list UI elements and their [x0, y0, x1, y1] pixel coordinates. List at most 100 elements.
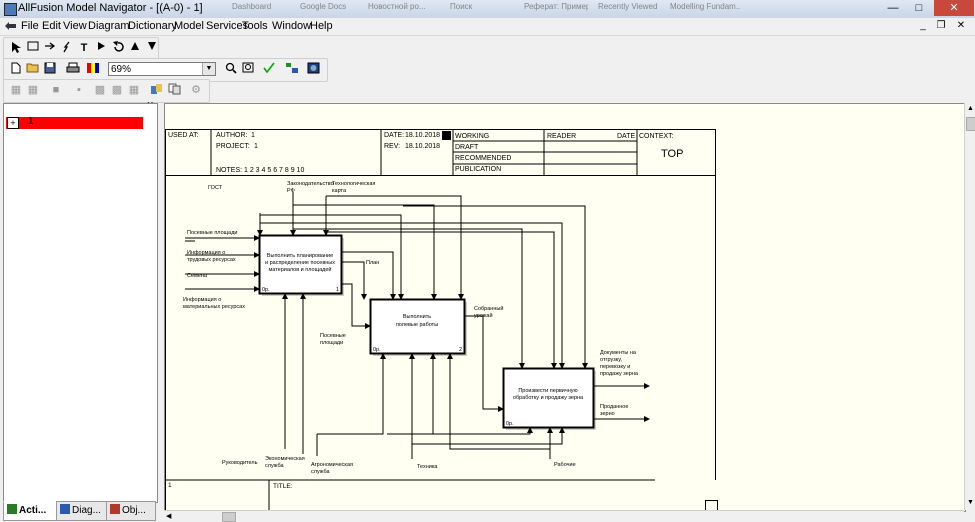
text-tool-icon[interactable]: T: [80, 42, 88, 54]
menu-model[interactable]: Model: [174, 20, 204, 32]
menu-view[interactable]: View: [63, 20, 87, 32]
menu-bar: File Edit View Diagram Dictionary Model …: [0, 18, 975, 36]
mdi-restore-button[interactable]: ❐: [936, 20, 946, 31]
status-recommended: RECOMMENDED: [455, 155, 511, 162]
close-button[interactable]: ✕: [934, 0, 974, 16]
pointer-tool-icon[interactable]: [8, 40, 24, 56]
report-template-icon[interactable]: ▩: [111, 84, 123, 96]
tab-objects[interactable]: Obj...: [106, 501, 156, 521]
box-1-text: материалов и площадей: [268, 266, 331, 273]
box-1-number: 1: [336, 287, 339, 293]
menu-window[interactable]: Window: [272, 20, 312, 32]
arrow-plan-2: [341, 251, 396, 300]
lock-icon[interactable]: ■: [52, 84, 60, 96]
menu-edit[interactable]: Edit: [42, 20, 61, 32]
zoom-in-icon[interactable]: [223, 61, 239, 77]
maximize-button[interactable]: □: [915, 2, 923, 14]
arrow-machinery-2: [412, 427, 565, 445]
system-menu-icon[interactable]: [4, 21, 17, 31]
used-at-label: USED AT:: [168, 132, 199, 139]
spell-check-icon[interactable]: [261, 61, 277, 77]
save-icon[interactable]: [42, 61, 58, 77]
background-tab: Dashboard: [232, 2, 272, 11]
label-tech-map: Технологическая: [332, 181, 375, 187]
model-mart-icon[interactable]: ▦: [10, 84, 22, 96]
tab-activities[interactable]: Acti...: [3, 501, 57, 521]
activity-box-1[interactable]: [258, 234, 343, 295]
scroll-down-icon[interactable]: ▼: [967, 499, 974, 506]
label-labor-info: трудовых ресурсах: [187, 257, 236, 263]
report-icon[interactable]: ▩: [94, 84, 106, 96]
arrow-tool-icon[interactable]: [42, 40, 58, 56]
mdi-close-button[interactable]: ✕: [956, 20, 966, 31]
box-1-text: Выполнить планирование: [267, 253, 333, 259]
open-folder-icon[interactable]: [25, 61, 41, 77]
bookmark-icon[interactable]: [149, 82, 165, 98]
objects-icon: [110, 504, 120, 514]
label-material-info: материальных ресурсах: [183, 304, 245, 310]
minimize-button[interactable]: —: [887, 2, 899, 14]
new-file-icon[interactable]: [8, 61, 24, 77]
vertical-scroll-thumb[interactable]: [966, 117, 975, 131]
model-explorer-icon[interactable]: [284, 61, 300, 77]
diagrams-icon: [60, 504, 70, 514]
horizontal-scrollbar[interactable]: ◀: [164, 510, 964, 522]
go-to-child-icon[interactable]: [144, 40, 160, 56]
model-mart-save-icon[interactable]: ▦: [27, 84, 39, 96]
label-harvest: урожай: [474, 312, 493, 319]
menu-diagram[interactable]: Diagram: [88, 20, 130, 32]
color-palette-icon[interactable]: [85, 61, 101, 77]
box-3-text: Произвести первичную: [518, 388, 577, 394]
activity-box-2[interactable]: [369, 298, 466, 355]
model-cube-icon[interactable]: ▪: [77, 84, 81, 96]
box-2-number: 2: [459, 347, 462, 353]
date-value: 18.10.2018: [405, 132, 440, 139]
navigator-icon[interactable]: [305, 61, 321, 77]
background-tab: Новостной ро...: [368, 2, 426, 11]
label-seeds: Семена: [187, 273, 208, 279]
scroll-up-icon[interactable]: ▲: [967, 105, 974, 112]
scroll-left-icon[interactable]: ◀: [166, 513, 172, 520]
chevron-down-icon[interactable]: ▼: [202, 63, 215, 75]
settings-gear-icon[interactable]: ⚙: [191, 84, 201, 96]
grid-icon[interactable]: ▦: [128, 84, 140, 96]
tree-item-label: 1: [28, 116, 34, 127]
tree-expand-icon[interactable]: +: [7, 117, 19, 129]
rev-value: 18.10.2018: [405, 143, 440, 150]
tab-diagrams[interactable]: Diag...: [56, 501, 107, 521]
background-tab: Поиск: [450, 2, 473, 11]
label-machinery: Техника: [417, 464, 438, 470]
menu-help[interactable]: Help: [310, 20, 333, 32]
label-agro: служба: [311, 469, 331, 475]
undo-icon[interactable]: [110, 40, 126, 56]
idef0-diagram: USED AT: AUTHOR: 1 PROJECT: 1 DATE: 18.1…: [165, 129, 718, 511]
explorer-tabs: Acti... Diag... Obj...: [3, 501, 156, 521]
vertical-scrollbar[interactable]: ▲ ▼: [964, 103, 975, 510]
label-tech-map: карта: [332, 188, 347, 194]
go-to-sibling-icon[interactable]: [93, 40, 109, 56]
arrow-tech-map-2: [326, 195, 464, 300]
activity-box-3[interactable]: [502, 367, 595, 429]
reader-date-label: DATE: [617, 133, 635, 140]
menu-dictionary[interactable]: Dictionary: [128, 20, 177, 32]
box-tool-icon[interactable]: [25, 40, 41, 56]
zoom-fit-icon[interactable]: [240, 61, 256, 77]
menu-file[interactable]: File: [21, 20, 39, 32]
menu-tools[interactable]: Tools: [242, 20, 268, 32]
menu-services[interactable]: Services: [206, 20, 249, 32]
print-icon[interactable]: [65, 61, 81, 77]
squiggle-tool-icon[interactable]: [59, 40, 75, 56]
copy-model-icon[interactable]: [166, 82, 182, 98]
context-label: CONTEXT:: [639, 133, 674, 140]
mdi-minimize-button[interactable]: _: [920, 20, 926, 31]
diagram-canvas[interactable]: USED AT: AUTHOR: 1 PROJECT: 1 DATE: 18.1…: [164, 103, 966, 512]
go-to-parent-icon[interactable]: [127, 40, 143, 56]
label-gost: ГОСТ: [208, 185, 223, 191]
tab-label: Acti...: [19, 505, 47, 516]
zoom-select[interactable]: 69%▼: [108, 62, 216, 76]
box-2-text: Выполнить: [403, 314, 431, 320]
arrow-agro-2: [387, 353, 436, 435]
label-docs-out: Документы на: [600, 350, 637, 356]
label-docs-out: отгрузку,: [600, 357, 622, 363]
tree-item-selected[interactable]: + 1: [6, 116, 143, 129]
